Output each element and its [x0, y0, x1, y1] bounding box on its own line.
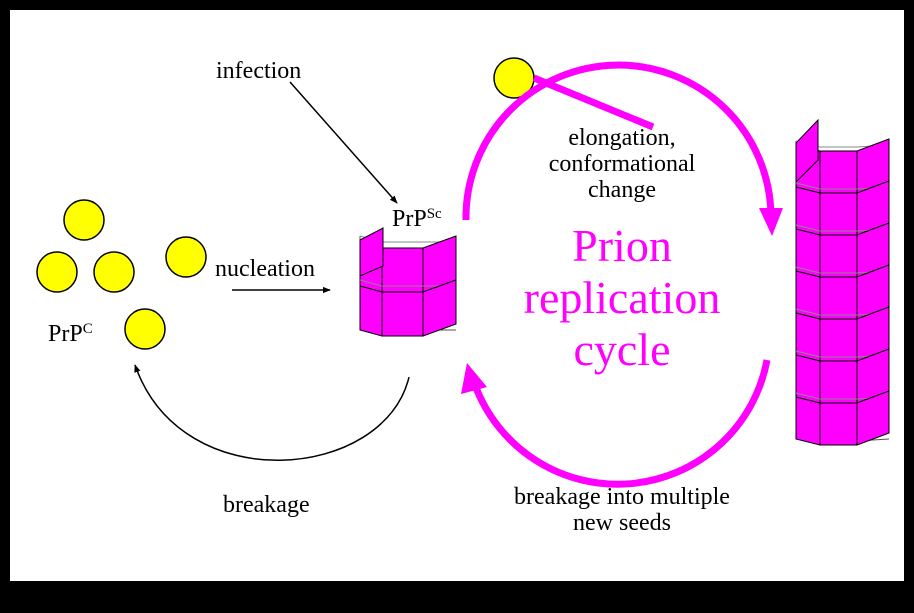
seeds-label: breakage into multiple new seeds — [462, 484, 782, 536]
fibril-front-face — [819, 318, 858, 362]
fibril-front-face — [819, 402, 858, 446]
elongation-label-line-3: change — [588, 177, 656, 203]
nucleation-label: nucleation — [215, 256, 315, 282]
fibril-front-face — [819, 192, 858, 236]
monomer-circle — [63, 199, 105, 241]
fibril-left-face — [795, 396, 821, 446]
elongation-arrowhead — [759, 208, 783, 236]
elongation-label-line-2: conformational — [548, 151, 696, 177]
monomer-circle — [36, 251, 78, 293]
prpsc-label: PrPSc — [392, 206, 442, 232]
diagram-canvas: infection nucleation breakage PrPC PrPSc… — [10, 10, 904, 581]
fibril-right-face — [856, 390, 890, 446]
infection-arrow — [289, 81, 398, 204]
cycle-arrows — [462, 61, 775, 488]
fibril-right-face — [422, 279, 457, 337]
fibril-front-face — [819, 234, 858, 278]
monomer-circle — [165, 236, 207, 278]
prpsc-label-superscript: Sc — [426, 206, 442, 222]
fibril-top-tile — [795, 118, 819, 184]
black-arrows — [134, 81, 410, 461]
monomer-circle — [124, 308, 166, 350]
breakage-arrow — [134, 364, 410, 461]
cycle-title-line-3: cycle — [573, 324, 671, 375]
prpc-label-main: PrP — [48, 321, 83, 347]
cycle-arrowheads — [461, 208, 783, 394]
monomer-circle — [93, 251, 135, 293]
breakage-arc — [471, 359, 771, 488]
elongation-arc — [462, 61, 775, 221]
prpc-monomers — [36, 57, 535, 350]
fibril-front-face — [381, 291, 424, 337]
prpc-label: PrPC — [48, 321, 93, 347]
incoming-monomer-line — [532, 74, 655, 131]
breakage-label: breakage — [223, 492, 310, 518]
diagram-graphics — [36, 57, 890, 488]
cycle-title-line-2: replication — [523, 272, 721, 323]
prpc-label-superscript: C — [82, 321, 93, 337]
seeds-label-line-1: breakage into multiple — [514, 484, 730, 510]
cycle-title-line-1: Prion — [572, 220, 672, 271]
infection-label: infection — [216, 58, 302, 84]
prpsc-seed — [359, 227, 457, 337]
seeds-label-line-2: new seeds — [573, 510, 671, 536]
fibril-front-face — [819, 150, 858, 194]
seed-top-tile — [359, 227, 384, 277]
prpsc-label-main: PrP — [392, 206, 427, 232]
breakage-arrowhead — [461, 363, 487, 394]
fibril-front-face — [819, 360, 858, 404]
fibril-front-face — [819, 276, 858, 320]
fibril-front-face — [381, 247, 424, 293]
elongation-label-line-1: elongation, — [568, 125, 676, 151]
fibril-left-face — [359, 285, 383, 337]
elongation-label: elongation, conformational change — [522, 125, 722, 203]
prion-fibril — [795, 118, 890, 446]
cycle-title: Prion replication cycle — [492, 220, 752, 376]
